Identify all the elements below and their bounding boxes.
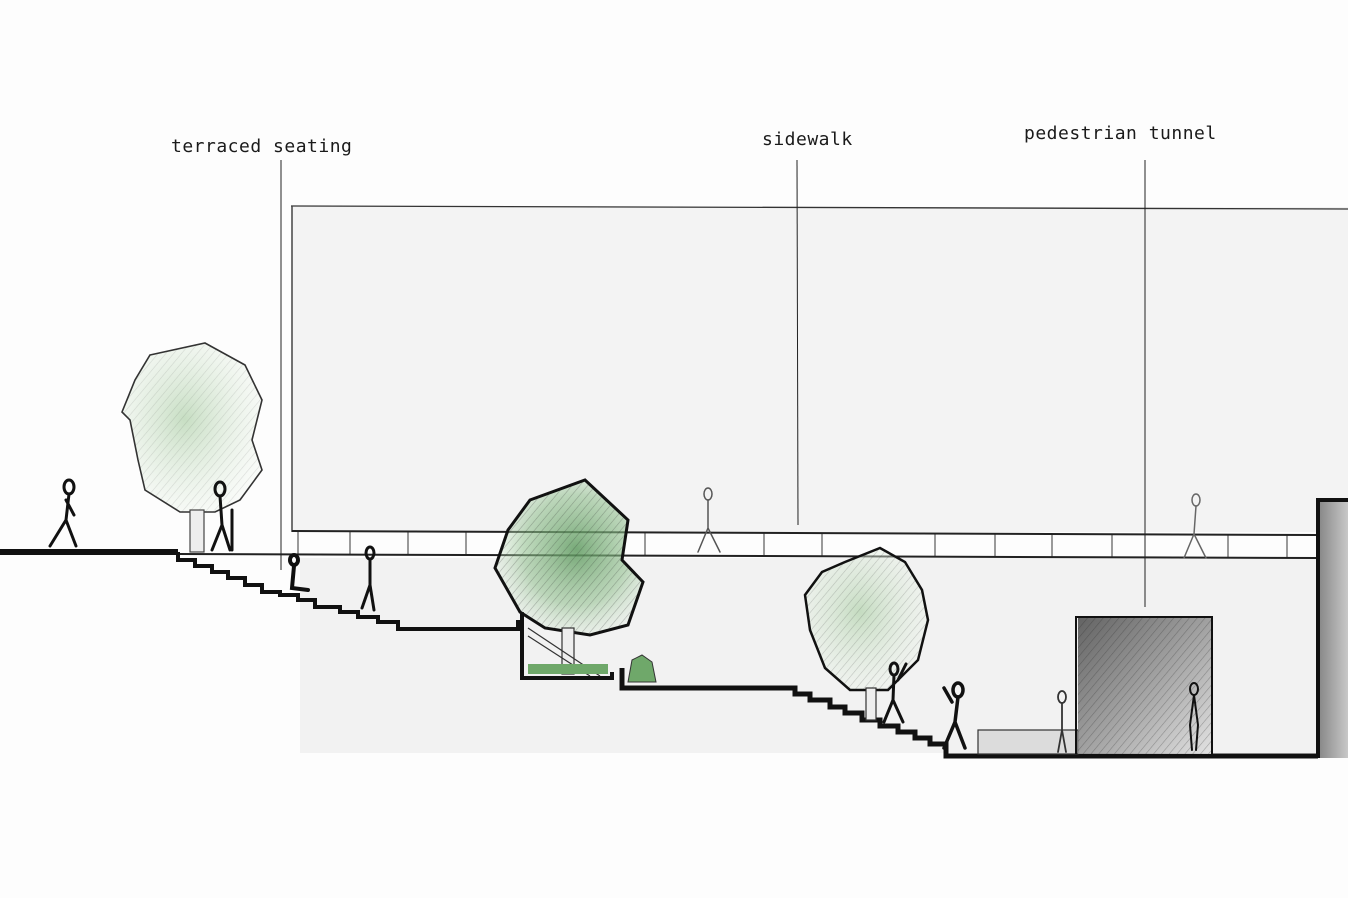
figure-bench bbox=[1057, 690, 1067, 753]
figure-seated bbox=[288, 553, 310, 592]
label-pedestrian-tunnel: pedestrian tunnel bbox=[1024, 123, 1217, 144]
tree-lower-right bbox=[803, 546, 930, 721]
label-sidewalk: sidewalk bbox=[762, 129, 853, 150]
figure-near-tree bbox=[210, 480, 234, 552]
leader-lines bbox=[280, 159, 1146, 607]
background-building bbox=[290, 205, 1348, 532]
figure-sidewalk-2 bbox=[1183, 493, 1207, 559]
human-figures bbox=[48, 478, 1207, 753]
figure-tunnel bbox=[1188, 682, 1200, 751]
label-terraced-seating: terraced seating bbox=[171, 136, 353, 157]
tree-planter-center bbox=[493, 478, 657, 683]
figure-sidewalk-1 bbox=[697, 487, 721, 553]
figure-descending bbox=[942, 681, 967, 750]
figure-walker-terrace bbox=[360, 545, 376, 612]
leader-sidewalk bbox=[796, 159, 799, 526]
figure-walker-left bbox=[48, 478, 78, 548]
tree-upper-left bbox=[121, 342, 263, 553]
ground-profile bbox=[0, 549, 1318, 759]
figure-waving bbox=[882, 661, 908, 724]
retaining-wall-right bbox=[1316, 498, 1348, 758]
